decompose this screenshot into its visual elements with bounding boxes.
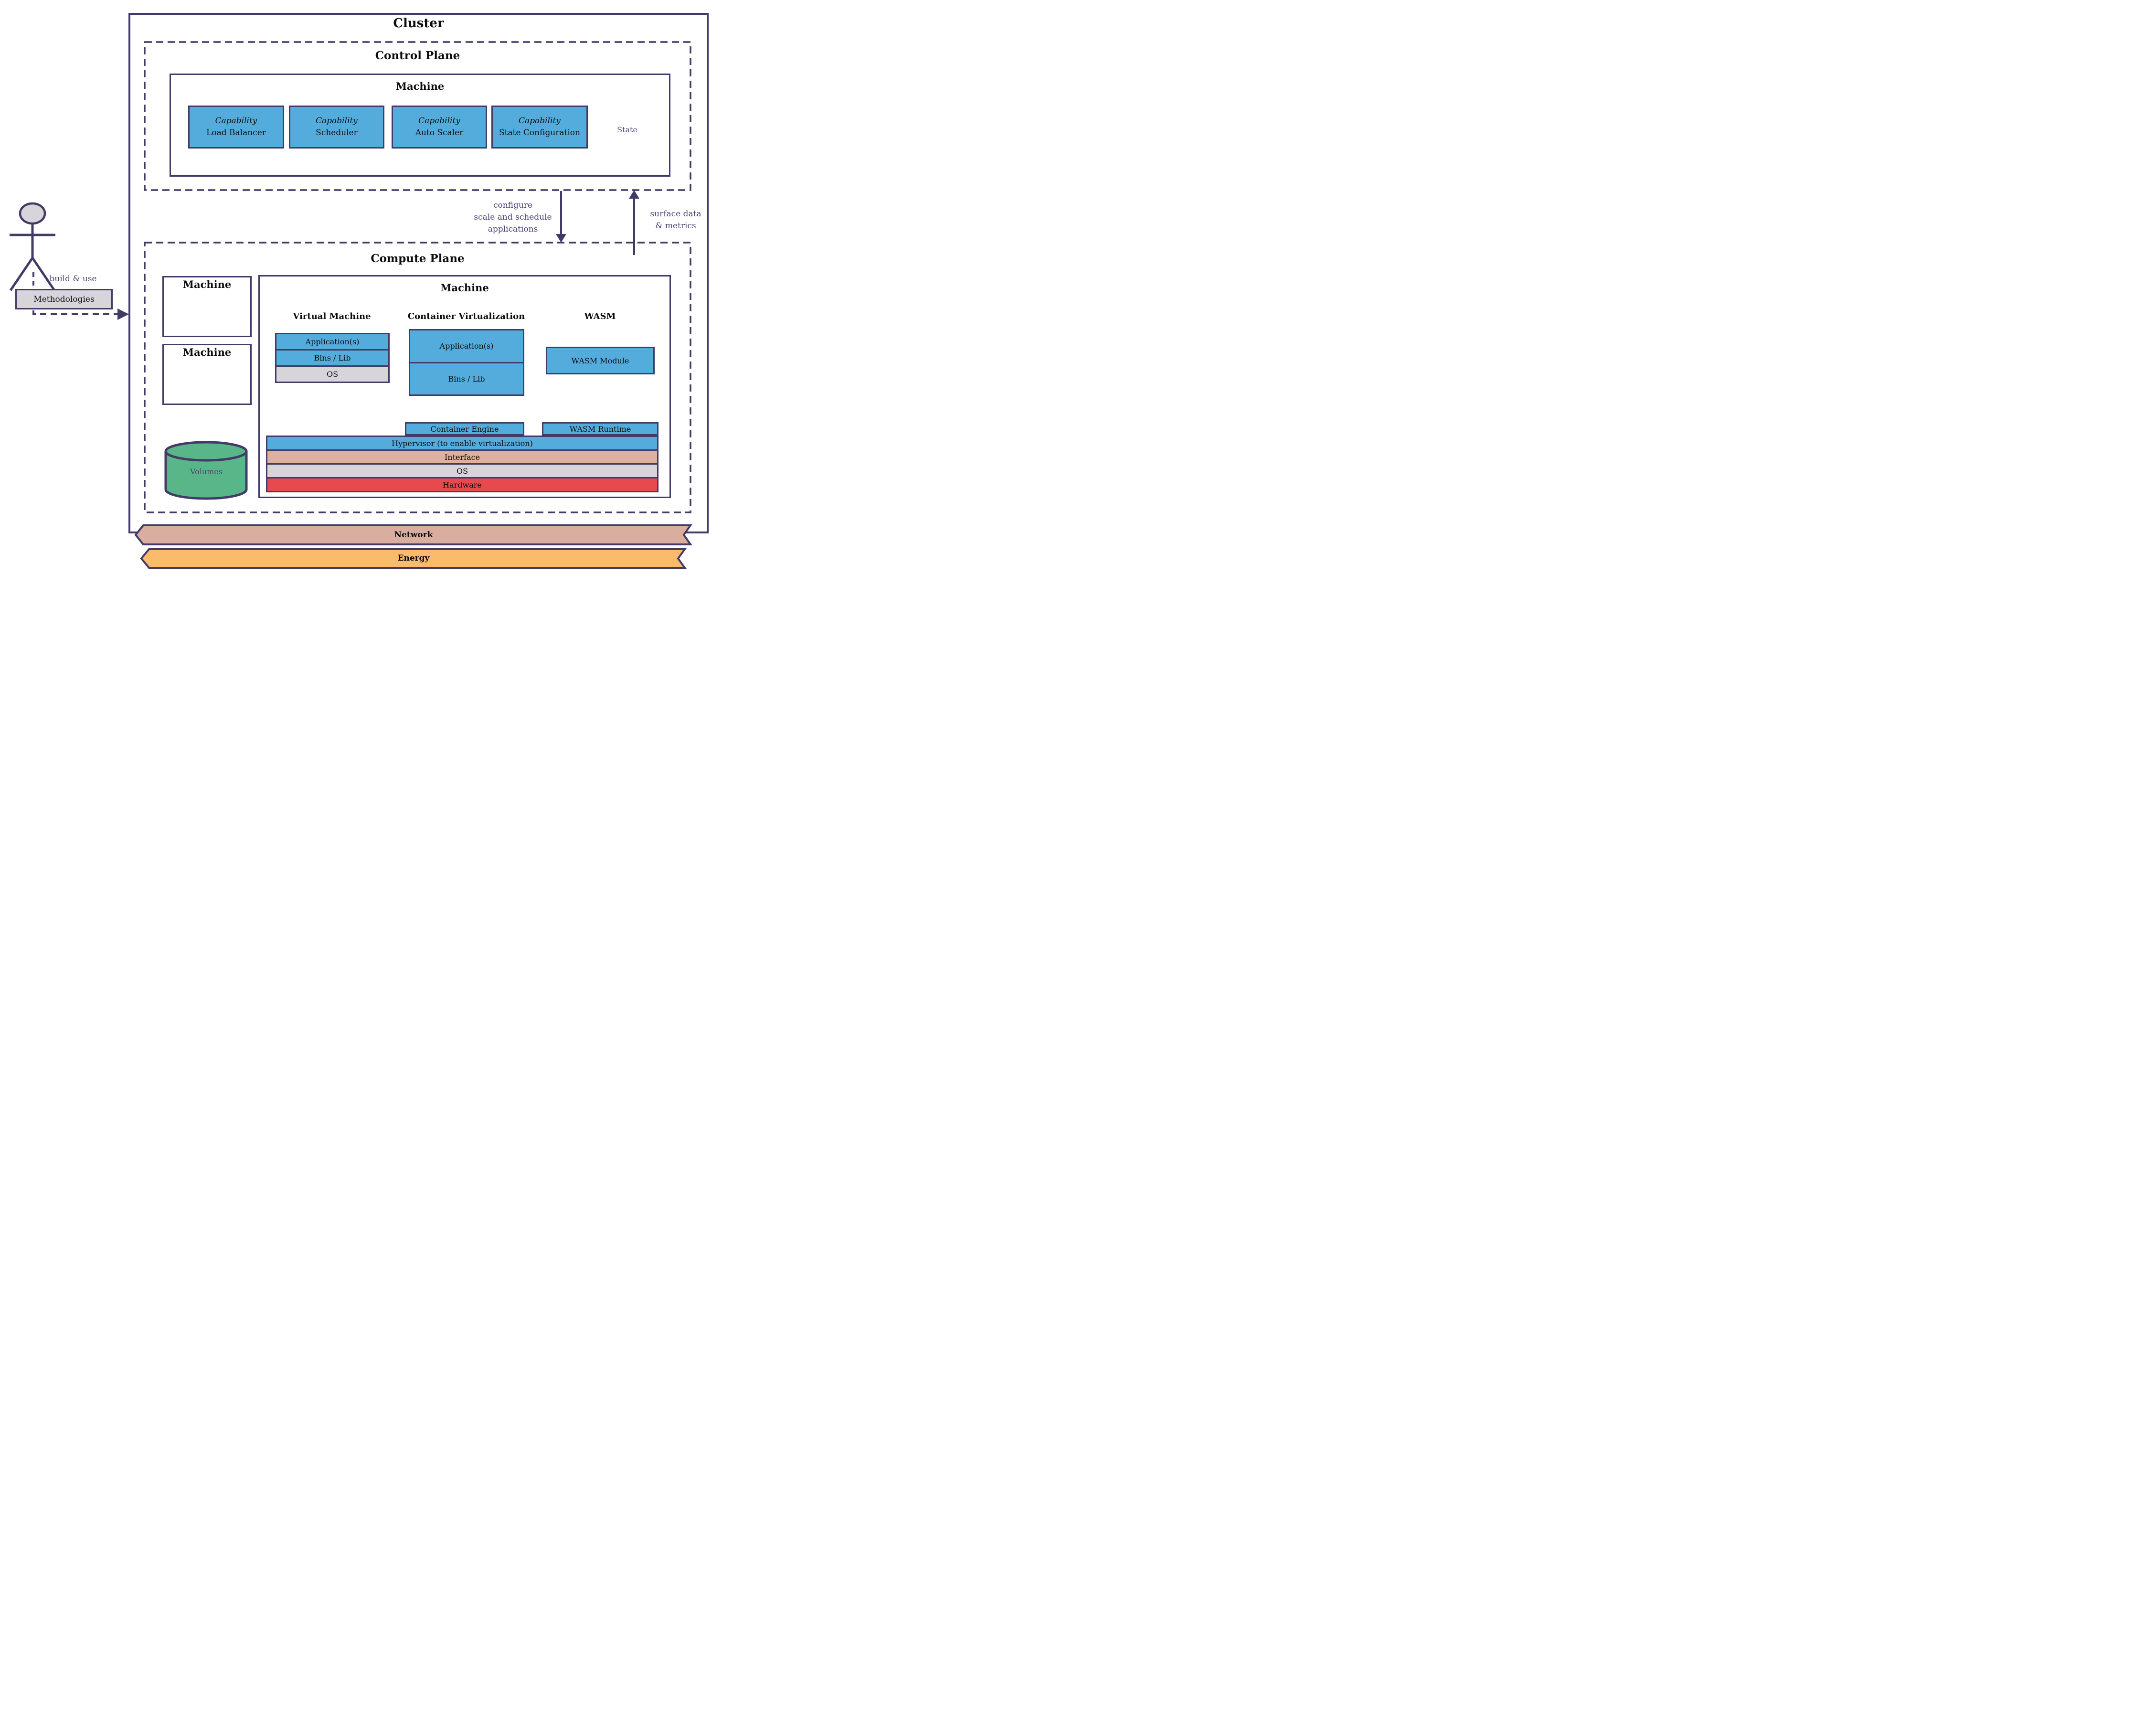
control-plane-title: Control Plane: [375, 49, 460, 62]
capability-kind-label: Capability: [519, 116, 561, 126]
control-plane-border: [144, 41, 691, 191]
container-layer-applications: Application(s): [410, 330, 523, 362]
volumes-cylinder-icon: [164, 441, 248, 500]
capability-name-label: Scheduler: [316, 128, 358, 138]
compute-machine-2-title: Machine: [182, 346, 232, 358]
container-virtualization-title: Container Virtualization: [407, 311, 525, 321]
annotation-line: & metrics: [655, 221, 696, 231]
host-layer-os: OS: [267, 465, 657, 477]
container-engine-label: Container Engine: [430, 424, 499, 434]
vm-layer-os: OS: [276, 367, 388, 382]
vm-stack: Application(s) Bins / Lib OS: [275, 333, 390, 383]
capability-load-balancer: Capability Load Balancer: [188, 106, 284, 149]
network-label: Network: [394, 530, 433, 540]
surface-arrowhead-icon: [629, 190, 639, 199]
compute-plane-border: [144, 242, 691, 513]
container-stack: Application(s) Bins / Lib: [409, 329, 524, 396]
host-layer-interface: Interface: [267, 451, 657, 463]
host-machine-title: Machine: [440, 282, 489, 294]
surface-annotation: surface data & metrics: [640, 208, 712, 232]
capability-kind-label: Capability: [418, 116, 460, 126]
wasm-title: WASM: [584, 311, 616, 321]
cluster-title: Cluster: [393, 16, 444, 31]
capability-name-label: State Configuration: [499, 128, 580, 138]
methodologies-label: Methodologies: [33, 294, 95, 304]
virtual-machine-title: Virtual Machine: [293, 311, 371, 321]
capability-auto-scaler: Capability Auto Scaler: [392, 106, 487, 149]
capability-scheduler: Capability Scheduler: [289, 106, 384, 149]
control-machine-title: Machine: [395, 80, 445, 92]
compute-machine-box-2: [162, 344, 252, 405]
host-layer-hypervisor: Hypervisor (to enable virtualization): [267, 437, 657, 449]
methodologies-box: Methodologies: [15, 289, 113, 309]
container-engine-box: Container Engine: [405, 422, 524, 436]
capability-name-label: Auto Scaler: [415, 128, 464, 138]
wasm-runtime-label: WASM Runtime: [569, 424, 631, 434]
annotation-line: scale and schedule: [474, 213, 552, 222]
vm-layer-applications: Application(s): [276, 334, 388, 349]
configure-annotation: configure scale and schedule application…: [470, 200, 556, 235]
energy-label: Energy: [397, 553, 430, 563]
vm-layer-bins-lib: Bins / Lib: [276, 351, 388, 365]
actor-icon: [9, 202, 56, 291]
volumes-label: Volumes: [190, 467, 223, 476]
annotation-line: applications: [488, 224, 538, 234]
state-label: State: [617, 125, 637, 134]
configure-arrowhead-icon: [556, 234, 566, 243]
host-layer-stack: Hypervisor (to enable virtualization) In…: [266, 436, 658, 492]
wasm-runtime-box: WASM Runtime: [542, 422, 658, 436]
capability-kind-label: Capability: [316, 116, 358, 126]
wasm-module-label: WASM Module: [571, 356, 629, 365]
host-layer-hardware: Hardware: [267, 479, 657, 491]
build-use-label: build & use: [49, 274, 97, 284]
capability-name-label: Load Balancer: [206, 128, 266, 138]
cluster-architecture-diagram: Cluster Control Plane Machine Capability…: [0, 0, 719, 571]
capability-state-configuration: Capability State Configuration: [491, 106, 588, 149]
capability-kind-label: Capability: [215, 116, 257, 126]
compute-plane-title: Compute Plane: [371, 252, 465, 265]
build-use-connector: [32, 272, 118, 315]
compute-machine-1-title: Machine: [182, 278, 232, 290]
build-use-arrowhead-icon: [117, 308, 129, 320]
wasm-module-box: WASM Module: [546, 347, 655, 374]
compute-machine-box-1: [162, 276, 252, 337]
container-layer-bins-lib: Bins / Lib: [410, 363, 523, 394]
annotation-line: surface data: [650, 209, 701, 219]
annotation-line: configure: [493, 201, 533, 210]
